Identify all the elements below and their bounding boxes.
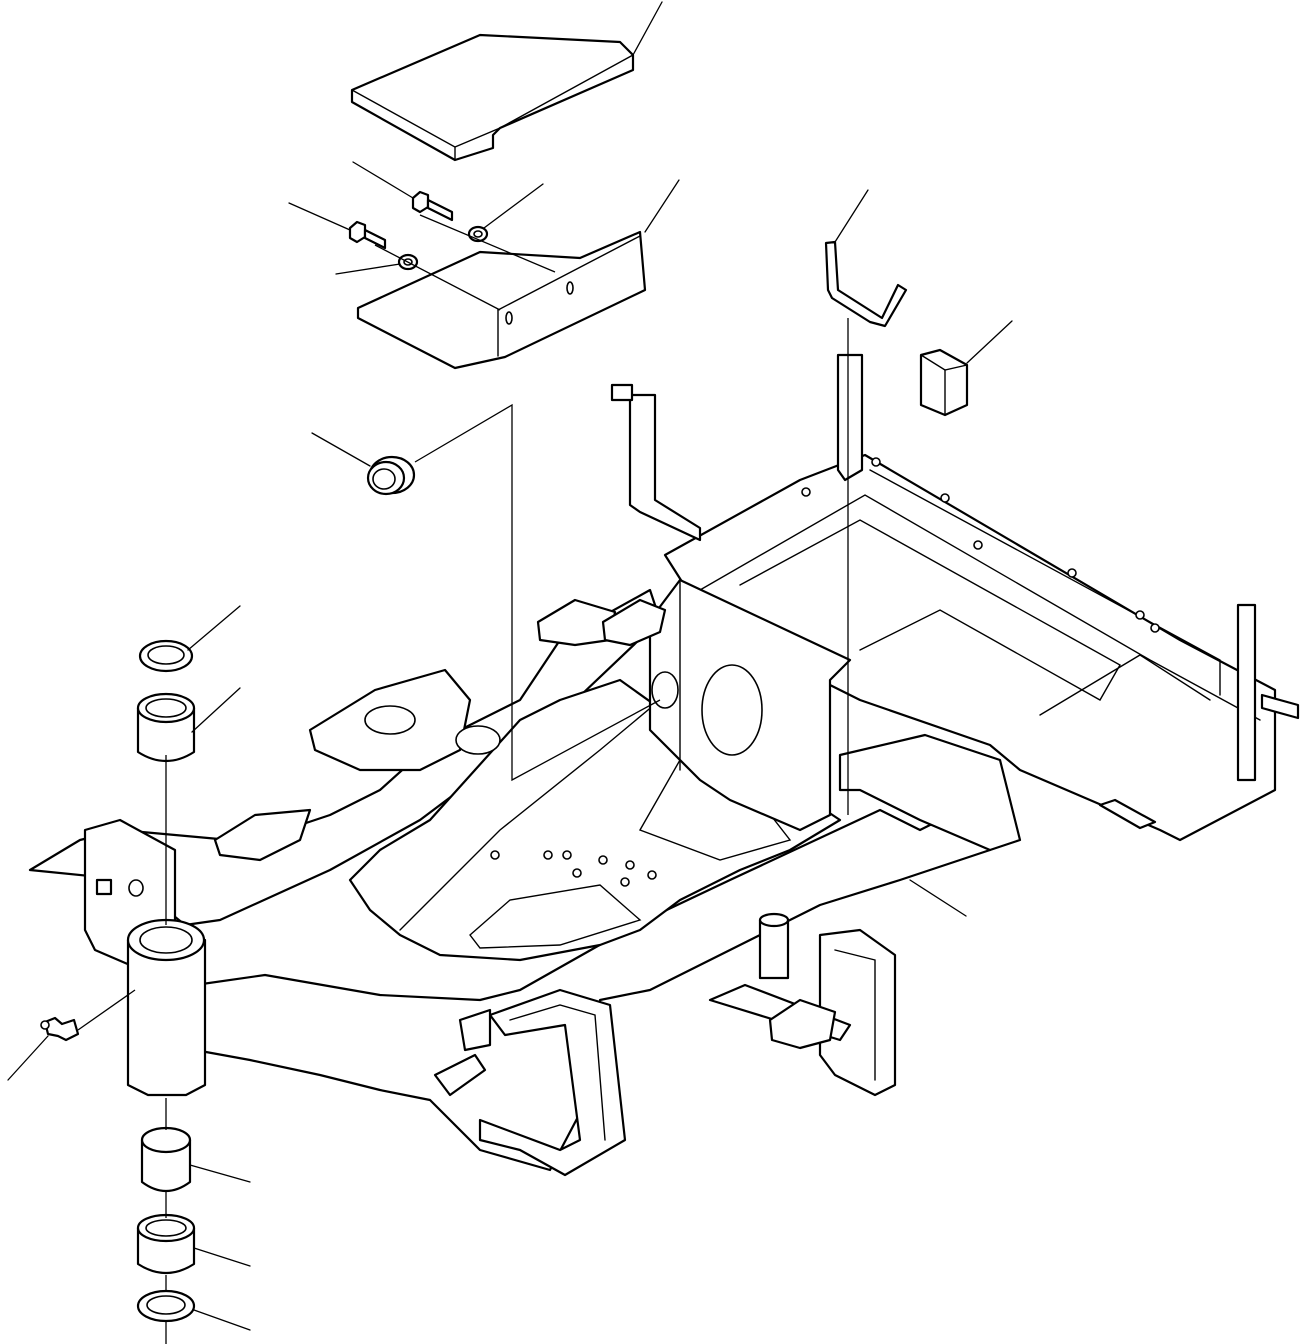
swing-frame	[28, 353, 1300, 1177]
leader-rubber-cushion-block	[966, 320, 1013, 364]
hex-bolt-lower	[348, 220, 387, 250]
u-clip	[824, 240, 908, 328]
lower-seal-ring	[136, 1289, 196, 1323]
leader-hex-bolt-upper	[352, 161, 414, 199]
leader-cover-bracket	[644, 179, 680, 233]
leader-grease-fitting	[7, 1035, 49, 1081]
lower-bushing-outer	[136, 1213, 196, 1275]
leader-lower-seal-ring	[193, 1309, 251, 1331]
upper-seal-ring	[138, 639, 194, 673]
leader-grommet	[311, 432, 371, 467]
floor-cover-plate	[350, 33, 635, 162]
leader-lower-bushing-outer	[193, 1247, 251, 1267]
leader-u-clip	[834, 189, 869, 243]
grommet	[366, 455, 416, 496]
lower-bushing-inner	[140, 1126, 192, 1193]
assembly-center-lines	[77, 214, 849, 1344]
leader-upper-seal-ring	[187, 605, 241, 651]
leader-lower-bushing-inner	[189, 1164, 251, 1183]
leader-hex-bolt-lower	[288, 202, 351, 231]
leader-upper-bushing	[191, 687, 241, 733]
leader-swing-frame	[909, 879, 967, 917]
rubber-cushion-block	[919, 348, 969, 417]
callout-leaders	[7, 1, 1013, 1331]
grease-fitting	[40, 1016, 80, 1042]
hex-bolt-upper	[411, 190, 454, 222]
leader-washer-lower	[335, 263, 401, 275]
leader-washer-upper	[483, 183, 544, 229]
leader-floor-cover-plate	[632, 1, 663, 56]
upper-bushing	[136, 692, 196, 763]
cover-bracket	[356, 230, 647, 370]
